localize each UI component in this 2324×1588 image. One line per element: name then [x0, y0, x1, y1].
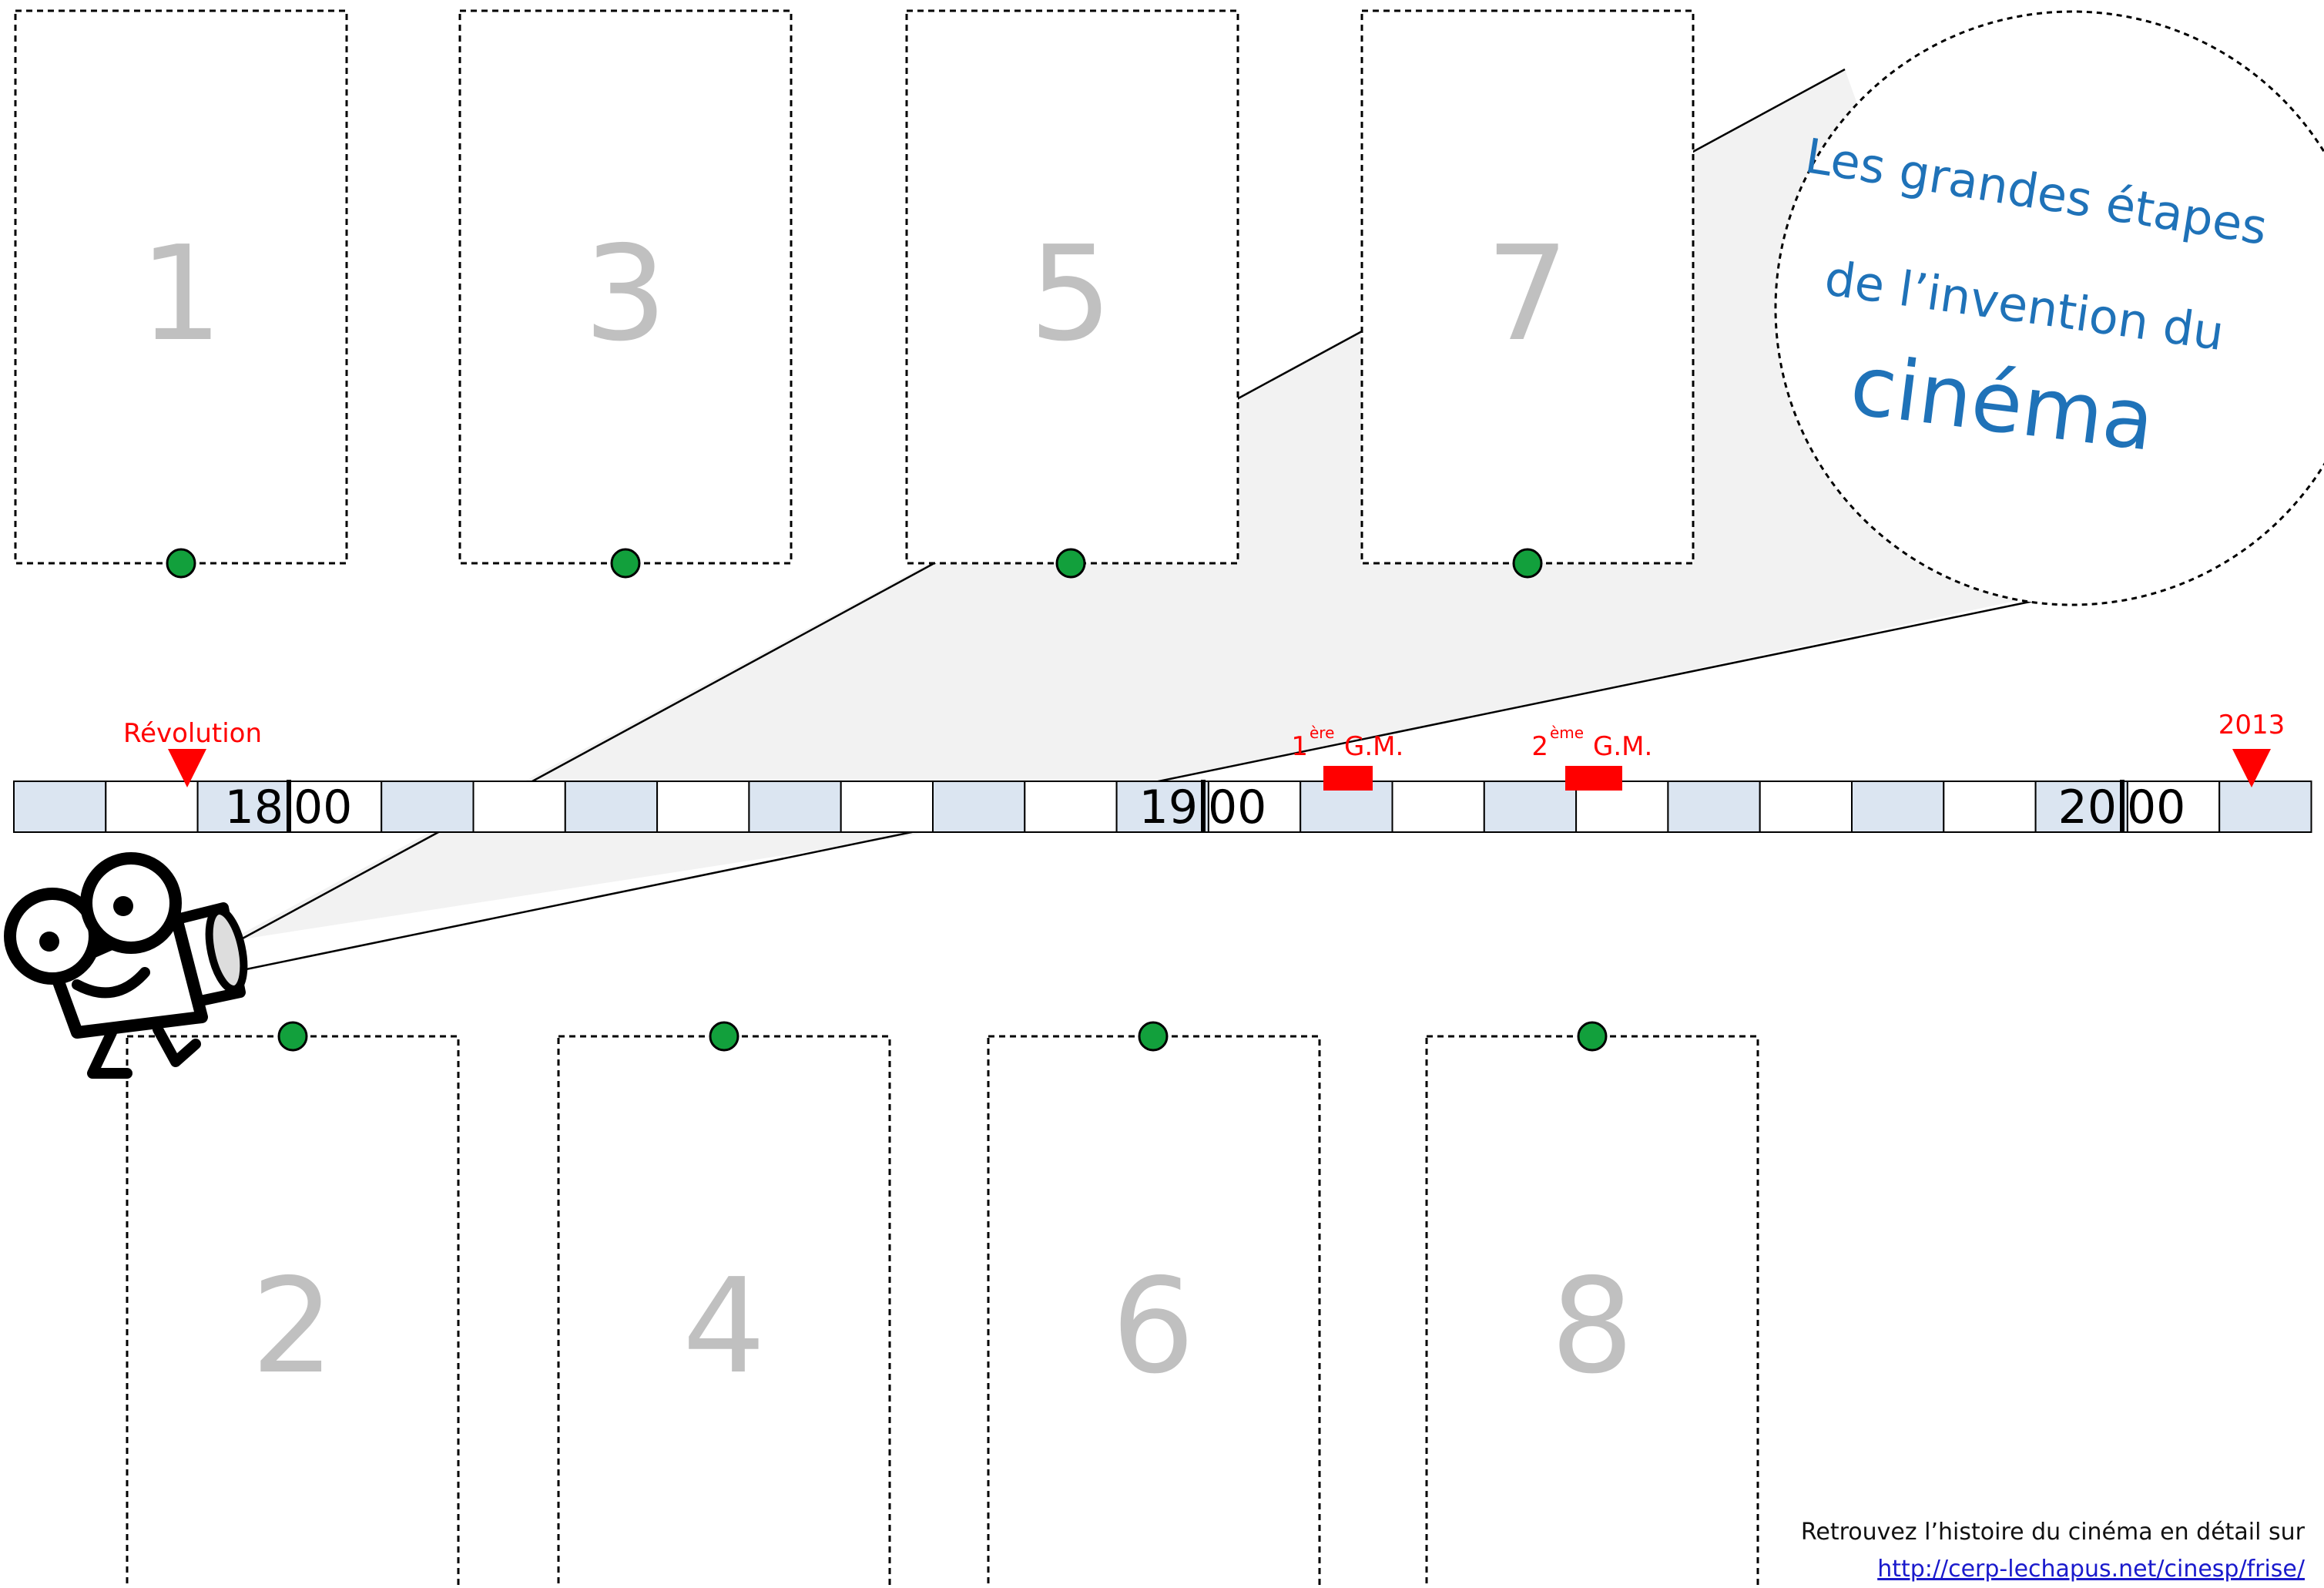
card-anchor-dot	[279, 1022, 307, 1050]
card-anchor-dot	[167, 549, 195, 577]
card-8: 8	[1427, 1022, 1758, 1588]
timeline-segment	[841, 781, 933, 832]
year-1900-right: 00	[1208, 781, 1266, 834]
year-2000-left: 20	[2058, 781, 2117, 834]
card-number: 3	[584, 218, 667, 371]
year-2000-right: 00	[2127, 781, 2185, 834]
timeline-segment	[474, 781, 565, 832]
timeline-segment	[1484, 781, 1576, 832]
card-anchor-dot	[710, 1022, 738, 1050]
card-anchor-dot	[1514, 549, 1541, 577]
timeline-segment	[749, 781, 840, 832]
card-4: 4	[558, 1022, 890, 1588]
year-1800-left: 18	[225, 781, 283, 834]
card-anchor-dot	[612, 549, 639, 577]
card-number: 8	[1551, 1251, 1634, 1403]
timeline-segment	[2219, 781, 2311, 832]
timeline-segment	[1852, 781, 1943, 832]
ww2-label: G.M.	[1593, 731, 1652, 762]
card-number: 4	[682, 1251, 766, 1403]
card-anchor-dot	[1139, 1022, 1167, 1050]
card-number: 7	[1486, 218, 1569, 371]
timeline-segment	[14, 781, 106, 832]
card-3: 3	[460, 11, 791, 577]
timeline-segment	[1393, 781, 1484, 832]
timeline-segment	[933, 781, 1025, 832]
timeline-segment	[1025, 781, 1116, 832]
revolution-label: Révolution	[123, 718, 262, 749]
year-1900-left: 19	[1139, 781, 1198, 834]
card-7: 7	[1362, 11, 1693, 577]
card-number: 5	[1029, 218, 1112, 371]
footer-credit: Retrouvez l’histoire du cinéma en détail…	[1801, 1519, 2306, 1546]
ww2-number: 2	[1531, 731, 1548, 762]
timeline-segment	[657, 781, 749, 832]
timeline-segment	[106, 781, 197, 832]
footer-link[interactable]: http://cerp-lechapus.net/cinesp/frise/	[1877, 1556, 2306, 1583]
card-number: 6	[1112, 1251, 1195, 1403]
timeline-segment	[565, 781, 657, 832]
timeline-segment	[1668, 781, 1759, 832]
end-year-label: 2013	[2218, 710, 2285, 740]
ww2-period-bar	[1565, 766, 1622, 791]
ww1-label: G.M.	[1344, 731, 1403, 762]
year-1800-right: 00	[293, 781, 352, 834]
ww1-number: 1	[1291, 731, 1308, 762]
timeline-bar: 18 00 19 00 20 00	[14, 780, 2312, 834]
card-1: 1	[15, 11, 347, 577]
card-5: 5	[907, 11, 1238, 577]
ww2-superscript: ème	[1550, 723, 1584, 742]
top-cards: 1 3 5 7	[15, 11, 1693, 577]
card-anchor-dot	[1578, 1022, 1606, 1050]
card-2: 2	[127, 1022, 458, 1588]
bottom-cards: 2 4 6 8	[127, 1022, 1758, 1588]
card-anchor-dot	[1057, 549, 1085, 577]
card-6: 6	[988, 1022, 1320, 1588]
footer: Retrouvez l’histoire du cinéma en détail…	[1801, 1519, 2306, 1583]
card-number: 2	[251, 1251, 334, 1403]
timeline-segment	[1943, 781, 2035, 832]
timeline-segment	[381, 781, 473, 832]
timeline-segment	[1760, 781, 1852, 832]
ww1-period-bar	[1323, 766, 1373, 791]
card-number: 1	[139, 218, 223, 371]
ww1-superscript: ère	[1310, 723, 1334, 742]
